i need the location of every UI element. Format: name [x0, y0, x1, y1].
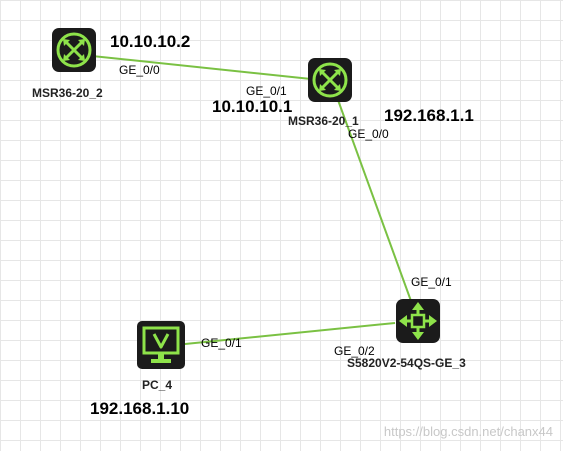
device-name: MSR36-20_2 [32, 86, 103, 100]
device-name: MSR36-20_1 [288, 114, 359, 128]
watermark: https://blog.csdn.net/chanx44 [384, 424, 553, 439]
router-icon [52, 28, 96, 72]
port-label-sw-ge02: GE_0/2 [334, 344, 375, 358]
device-pc-4[interactable]: PC_4 [137, 321, 185, 392]
ip-label-r1-left: 10.10.10.1 [212, 97, 292, 116]
port-label-r1-ge01: GE_0/1 [246, 84, 287, 98]
device-name: S5820V2-54QS-GE_3 [347, 356, 466, 370]
port-label-r1-ge00: GE_0/0 [348, 127, 389, 141]
device-msr36-20-2[interactable]: MSR36-20_2 [32, 28, 103, 100]
ip-label-r1-right: 192.168.1.1 [384, 106, 474, 125]
monitor-icon [137, 321, 185, 369]
link-pc-sw[interactable] [164, 322, 396, 347]
router-icon [308, 58, 352, 102]
link-r2-r1[interactable] [72, 53, 331, 82]
port-label-r2-ge00: GE_0/0 [119, 63, 160, 77]
device-name: PC_4 [142, 378, 172, 392]
switch-icon [396, 299, 440, 343]
device-s5820v2-54qs-ge-3[interactable]: S5820V2-54QS-GE_3 [347, 299, 466, 370]
port-label-sw-ge01: GE_0/1 [411, 275, 452, 289]
device-msr36-20-1[interactable]: MSR36-20_1 [288, 58, 359, 128]
ip-label-r2: 10.10.10.2 [110, 32, 190, 51]
port-label-pc-ge01: GE_0/1 [201, 336, 242, 350]
link-r1-sw[interactable] [337, 99, 416, 313]
ip-label-pc: 192.168.1.10 [90, 399, 189, 418]
